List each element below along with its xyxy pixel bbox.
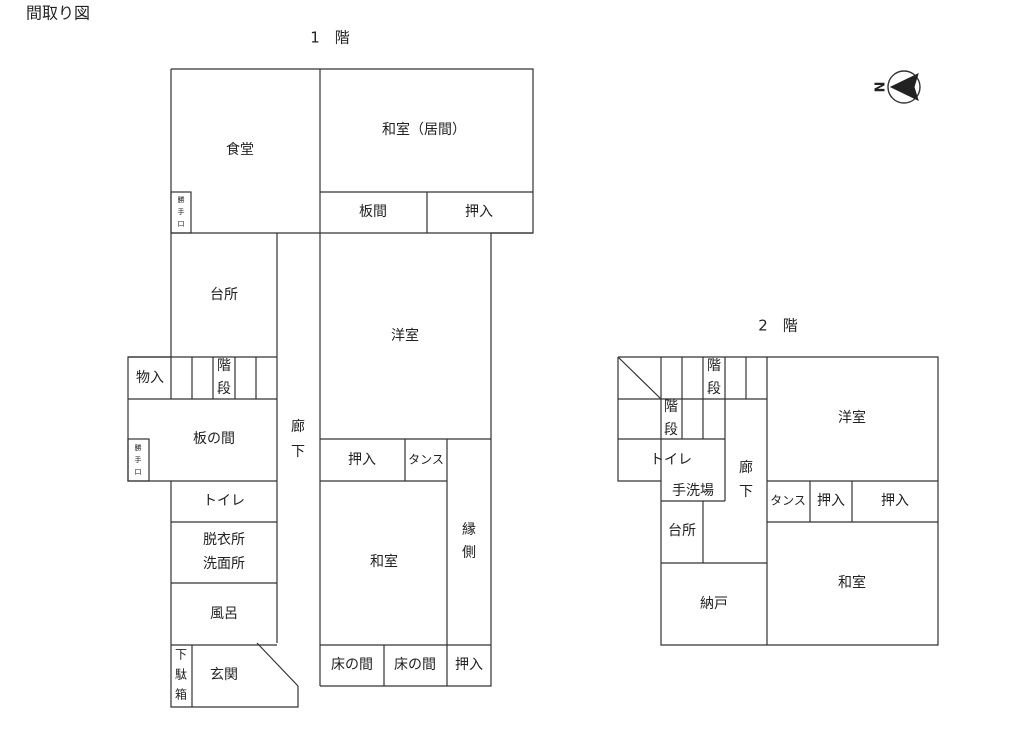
getabako-ch2: 駄 [175, 667, 187, 682]
room-tansu-1f: タンス [408, 453, 444, 467]
room-youshitsu-2f: 洋室 [838, 409, 866, 426]
rouka-2f-ch2: 下 [739, 484, 753, 500]
floor-label-1f: 1 階 [310, 29, 350, 47]
floor-label-2f: 2 階 [758, 317, 798, 335]
stairs-2f-left-ch2: 段 [664, 422, 678, 438]
room-nando: 納戸 [700, 596, 728, 612]
getabako-ch3: 箱 [175, 687, 187, 702]
room-washitsu-2f: 和室 [838, 574, 866, 591]
stairs-1f-ch1: 階 [217, 358, 231, 374]
stairs-1f-ch2: 段 [217, 381, 231, 397]
room-kitchen: 台所 [210, 287, 238, 303]
room-kitchen-2f: 台所 [668, 523, 696, 539]
room-furo: 風呂 [210, 606, 238, 622]
north-arrow-icon: N [871, 70, 921, 104]
room-toilet-1f: トイレ [203, 493, 245, 509]
katteguchi-2-ch1: 勝 [135, 443, 142, 452]
room-dining: 食堂 [226, 141, 254, 158]
katteguchi-1-ch1: 勝 [178, 195, 185, 204]
room-oshiire-2f-1: 押入 [817, 493, 845, 509]
katteguchi-2-ch3: 口 [135, 468, 142, 476]
engawa-ch2: 側 [462, 545, 476, 561]
room-genkan: 玄関 [210, 666, 238, 683]
katteguchi-2-ch2: 手 [135, 455, 142, 464]
room-washitsu-ima: 和室（居間） [382, 121, 466, 138]
katteguchi-1-ch2: 手 [178, 207, 185, 216]
room-oshiire-mid: 押入 [348, 452, 376, 468]
room-washitsu-1f: 和室 [370, 553, 398, 570]
stairs-2f-top-ch1: 階 [707, 358, 721, 374]
page-title: 間取り図 [26, 4, 90, 23]
room-tansu-2f: タンス [770, 494, 806, 508]
north-label: N [871, 82, 886, 93]
room-youshitsu-1f: 洋室 [391, 327, 419, 344]
room-ita-no-ma: 板の間 [193, 431, 235, 447]
rouka-1f-ch1: 廊 [291, 418, 305, 435]
walls-1f [127, 68, 534, 708]
katteguchi-1-ch3: 口 [178, 220, 185, 228]
room-oshiire-top: 押入 [465, 204, 493, 220]
room-oshiire-2f-2: 押入 [881, 493, 909, 509]
room-tokonoma-2: 床の間 [394, 657, 436, 673]
room-tearaiba: 手洗場 [672, 483, 714, 499]
room-toilet-2f: トイレ [650, 452, 692, 468]
rouka-2f-ch1: 廊 [739, 459, 753, 476]
stairs-2f-left-ch1: 階 [664, 399, 678, 415]
getabako-ch1: 下 [175, 648, 187, 662]
room-oshiire-bottom: 押入 [455, 657, 483, 673]
walls-2f [617, 356, 939, 646]
room-monoire: 物入 [136, 370, 164, 386]
rouka-1f-ch2: 下 [291, 444, 305, 460]
room-itama: 板間 [359, 204, 387, 220]
stairs-2f-top-ch2: 段 [707, 381, 721, 397]
room-datsuijo: 脱衣所 [203, 532, 245, 548]
room-senmenjo: 洗面所 [203, 556, 245, 572]
engawa-ch1: 縁 [462, 522, 476, 538]
room-tokonoma-1: 床の間 [331, 657, 373, 673]
